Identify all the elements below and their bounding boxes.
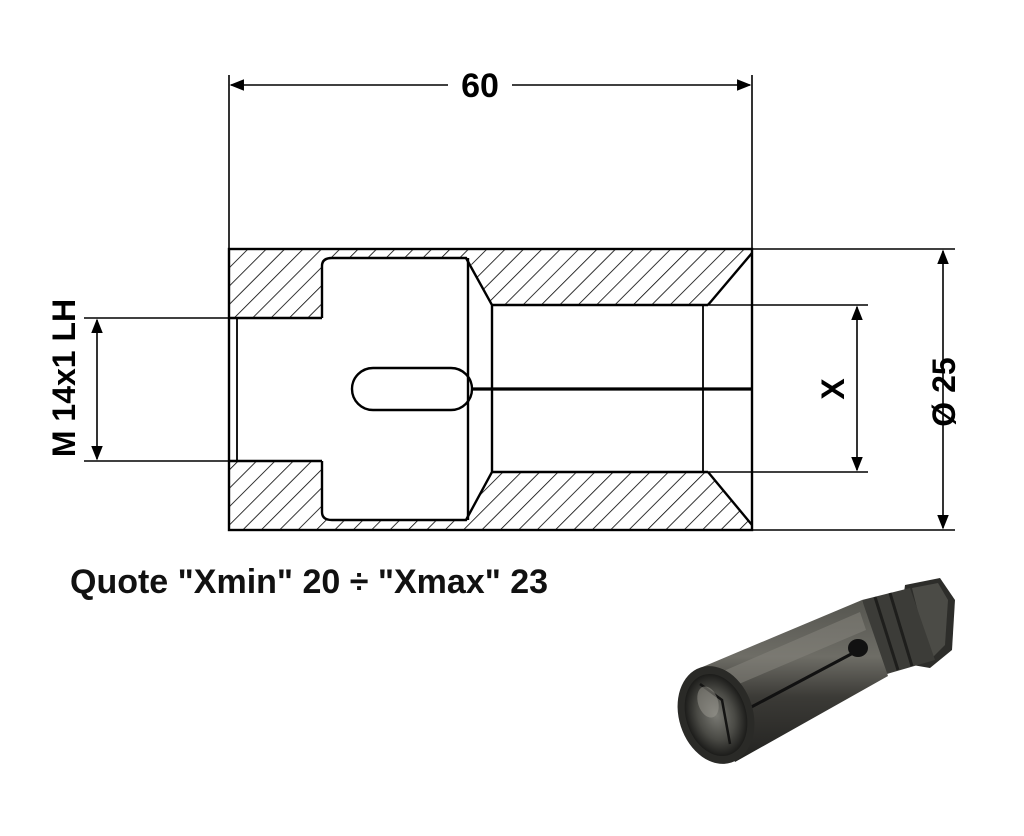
collet-photo <box>677 578 955 764</box>
length-label: 60 <box>461 67 499 105</box>
thread-label: M 14x1 LH <box>46 299 82 457</box>
diameter-label: Ø 25 <box>926 357 962 426</box>
bore-label: X <box>815 378 851 400</box>
dimension-bore <box>703 304 868 473</box>
hatched-section <box>229 249 752 530</box>
dimension-diameter <box>752 248 955 531</box>
quote-caption: Quote "Xmin" 20 ÷ "Xmax" 23 <box>70 563 549 601</box>
dimension-length <box>228 75 753 249</box>
dimension-thread <box>84 317 229 462</box>
slot-hole <box>350 366 474 412</box>
part-outline <box>227 247 754 532</box>
